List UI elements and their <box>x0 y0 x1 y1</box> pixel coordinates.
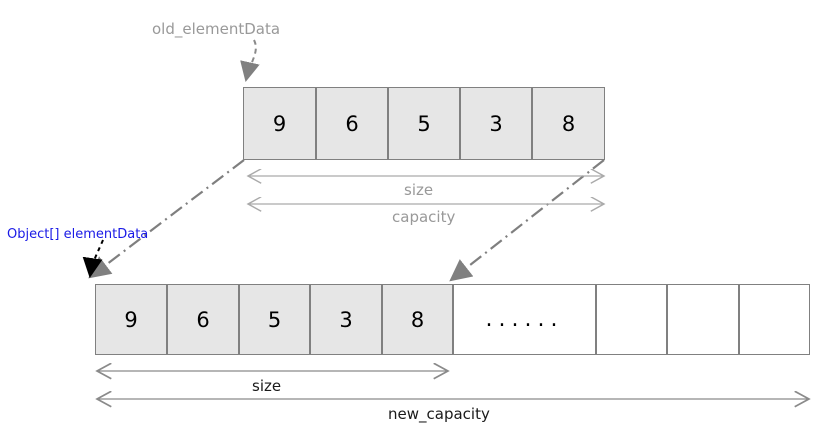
new-array-cell: 9 <box>95 284 167 355</box>
new-array-cell: 8 <box>382 284 453 355</box>
element-data-label: Object[] elementData <box>7 227 149 242</box>
new-array-cell: 3 <box>310 284 382 355</box>
old-array-cell: 9 <box>243 87 316 160</box>
right-copy-connector <box>449 159 605 282</box>
ellipsis-dots: ...... <box>485 306 564 332</box>
old-capacity-label: capacity <box>392 208 456 226</box>
left-copy-connector <box>88 159 245 279</box>
old-element-data-label: old_elementData <box>152 20 281 38</box>
old-array-cell: 6 <box>316 87 388 160</box>
new-array-cell <box>667 284 739 355</box>
old-array-cell: 3 <box>460 87 532 160</box>
new-array-cell: 6 <box>167 284 239 355</box>
old-array-cell: 5 <box>388 87 460 160</box>
element-data-arrow <box>82 239 104 278</box>
old-array-cell: 8 <box>532 87 605 160</box>
new-capacity-label: new_capacity <box>388 405 490 423</box>
new-array-cell <box>739 284 810 355</box>
new-array-cell <box>596 284 667 355</box>
new-array-cell: 5 <box>239 284 310 355</box>
old-size-label: size <box>404 181 434 199</box>
new-size-label: size <box>252 377 282 395</box>
old-element-data-arrow <box>240 39 260 82</box>
new-array-ellipsis-cell: ...... <box>453 284 596 355</box>
